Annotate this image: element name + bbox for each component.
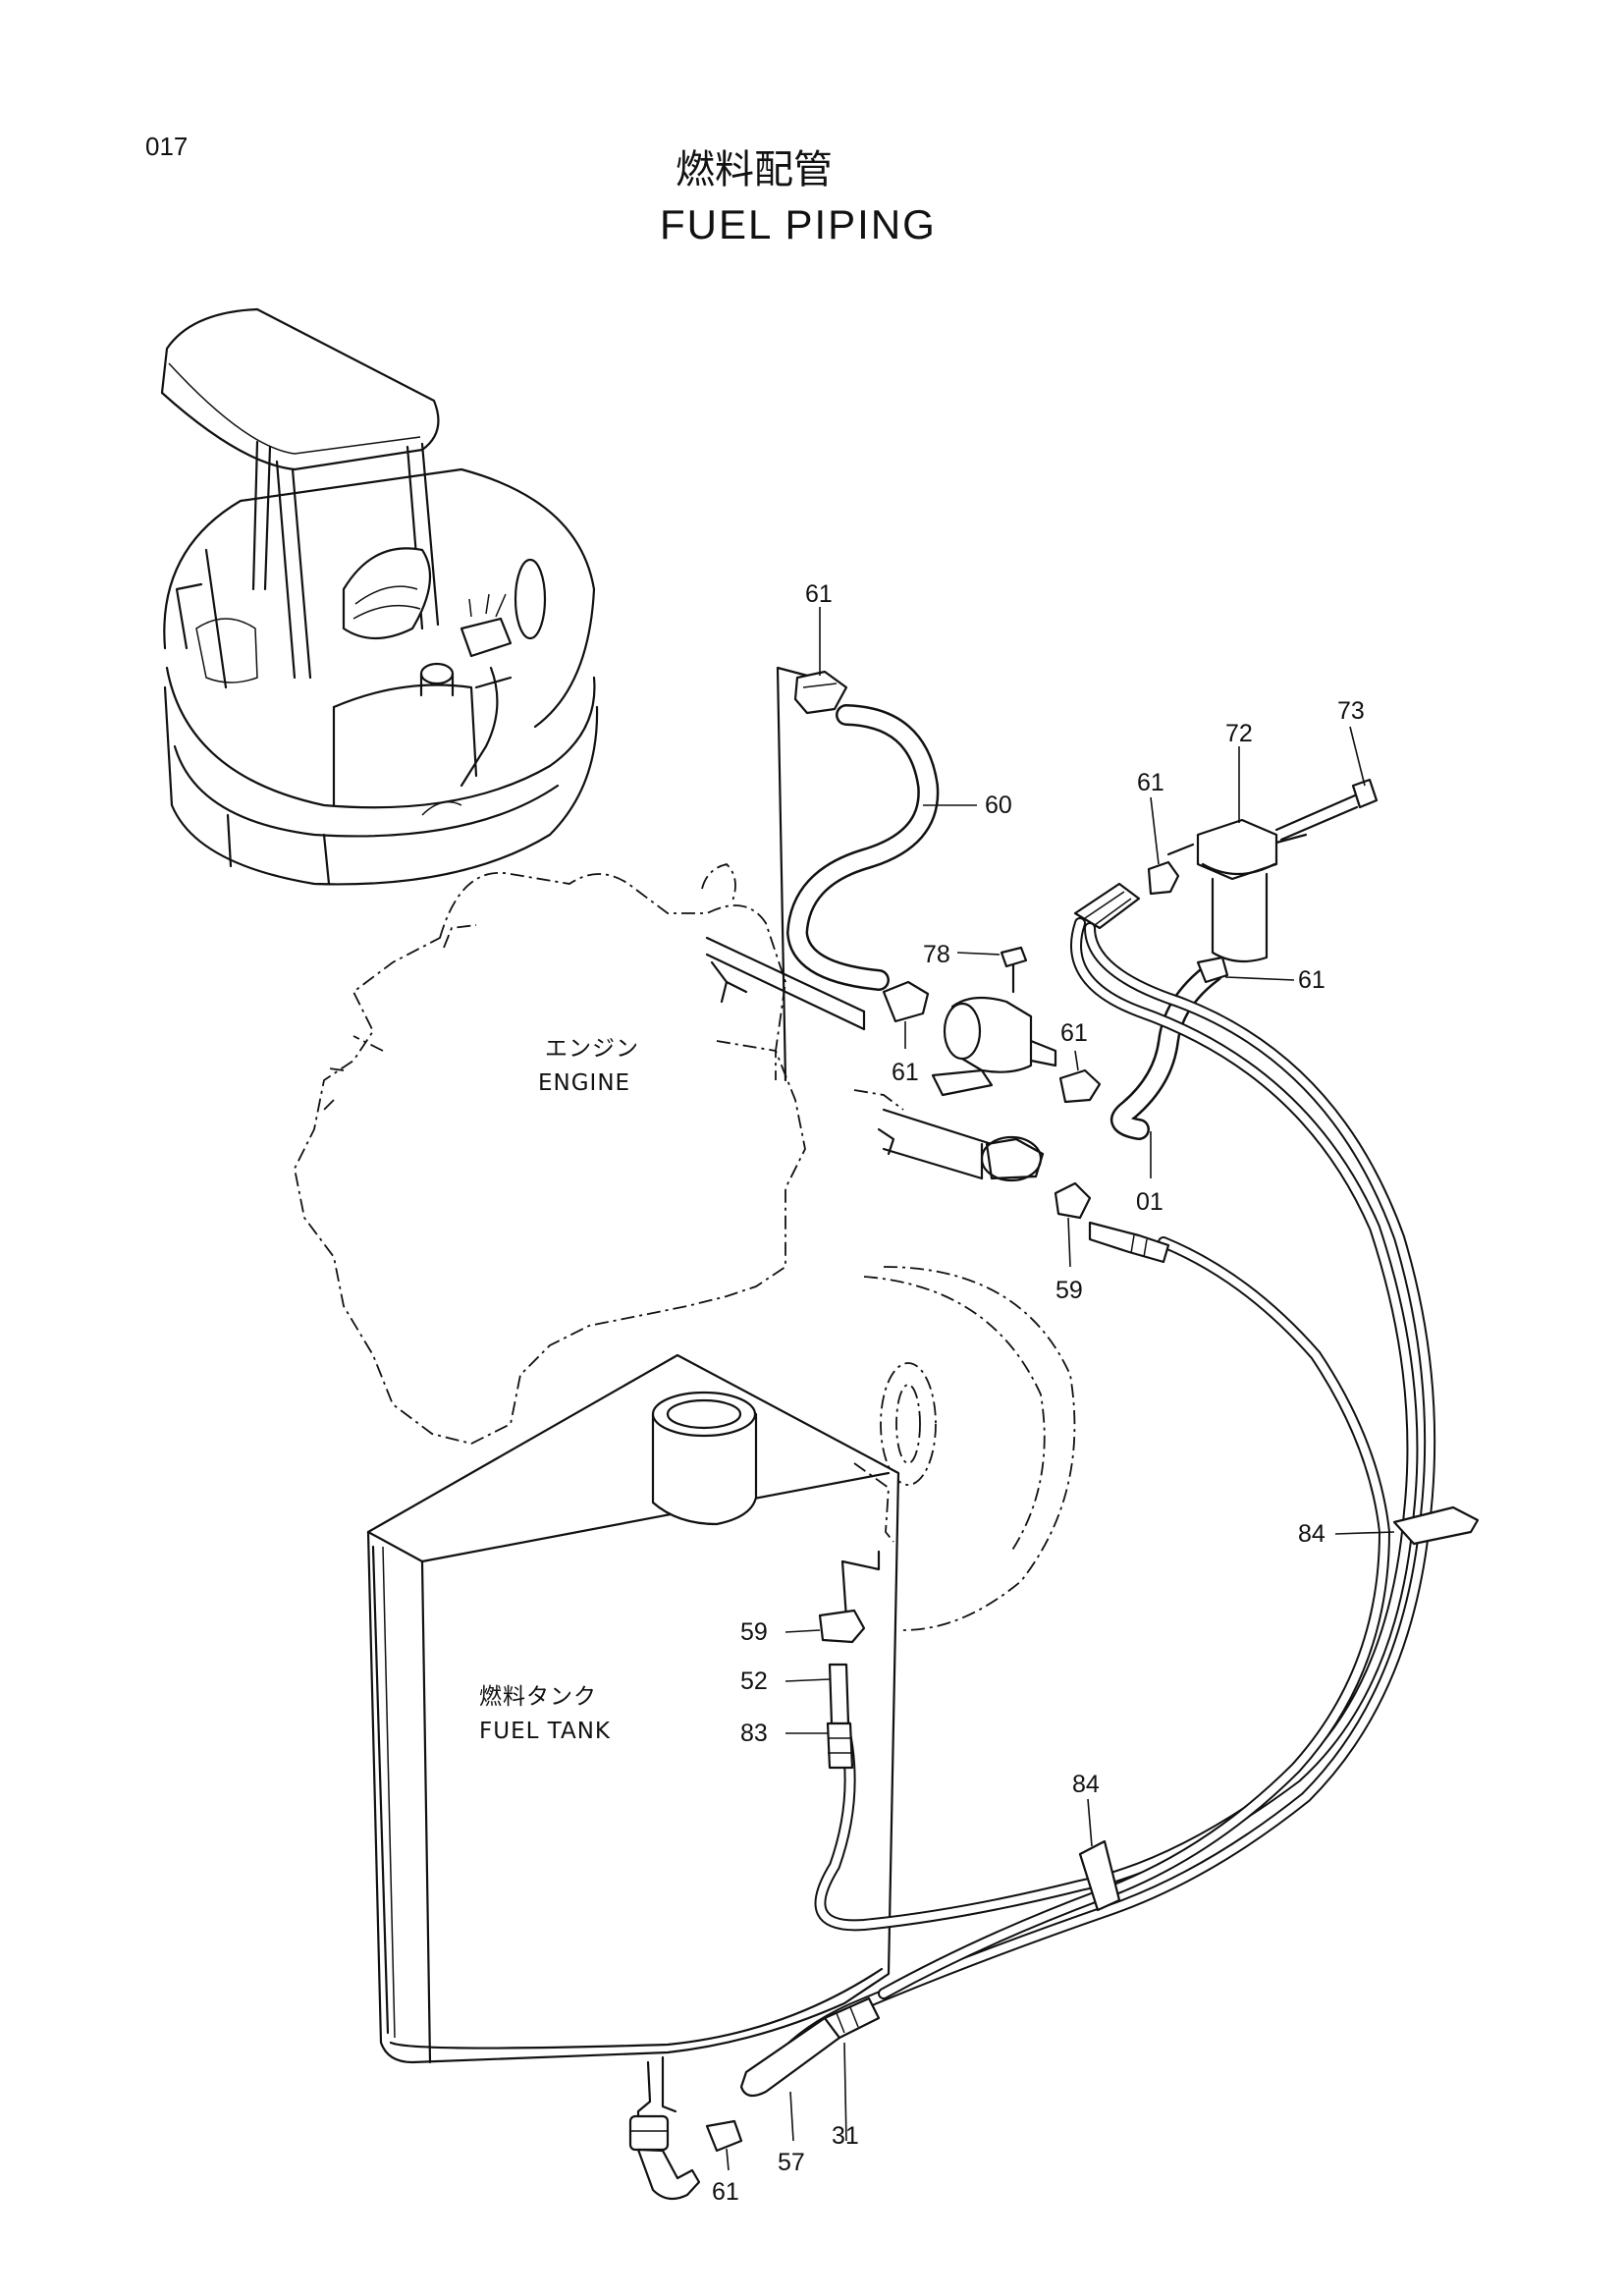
engine-outline bbox=[294, 863, 1076, 1631]
part-hardware bbox=[705, 670, 1480, 2153]
part-number-84-lower: 84 bbox=[1072, 1771, 1100, 1798]
part-number-73: 73 bbox=[1337, 697, 1365, 725]
tank-label-english: FUEL TANK bbox=[479, 1719, 611, 1744]
machine-overview-illustration bbox=[160, 307, 599, 886]
title-japanese: 燃料配管 bbox=[676, 147, 833, 192]
title-english: FUEL PIPING bbox=[660, 201, 937, 247]
part-number-01: 01 bbox=[1136, 1188, 1163, 1216]
part-number-61-top: 61 bbox=[805, 580, 833, 608]
tank-label-japanese: 燃料タンク bbox=[479, 1684, 597, 1710]
part-number-61-filter: 61 bbox=[1137, 769, 1164, 796]
bracket-line bbox=[776, 666, 817, 1082]
hose-60 bbox=[785, 704, 940, 991]
part-number-84-right: 84 bbox=[1298, 1520, 1325, 1548]
part-number-61-drain: 61 bbox=[712, 2178, 739, 2206]
part-number-59-tank: 59 bbox=[740, 1618, 768, 1646]
engine-label-english: ENGINE bbox=[538, 1070, 630, 1096]
part-number-72: 72 bbox=[1225, 720, 1253, 747]
part-number-61-filter-lower: 61 bbox=[1298, 966, 1325, 994]
part-number-31: 31 bbox=[832, 2122, 859, 2150]
part-number-78: 78 bbox=[923, 941, 950, 968]
part-number-61-pump-right: 61 bbox=[1060, 1019, 1088, 1047]
part-number-59-engine: 59 bbox=[1055, 1277, 1083, 1304]
part-number-60: 60 bbox=[985, 792, 1012, 819]
part-number-57: 57 bbox=[778, 2149, 805, 2176]
fuel-lines bbox=[780, 917, 1436, 2058]
part-number-52: 52 bbox=[740, 1667, 768, 1695]
engine-label-japanese: エンジン bbox=[545, 1036, 639, 1062]
fuel-tank bbox=[366, 1353, 900, 2201]
part-callouts: 61 60 73 72 61 78 61 61 61 01 59 84 59 5… bbox=[712, 580, 1365, 2206]
part-number-61-pump-left: 61 bbox=[892, 1059, 919, 1086]
part-number-83: 83 bbox=[740, 1720, 768, 1747]
leader-lines bbox=[726, 607, 1395, 2171]
page-number: 017 bbox=[145, 132, 188, 161]
